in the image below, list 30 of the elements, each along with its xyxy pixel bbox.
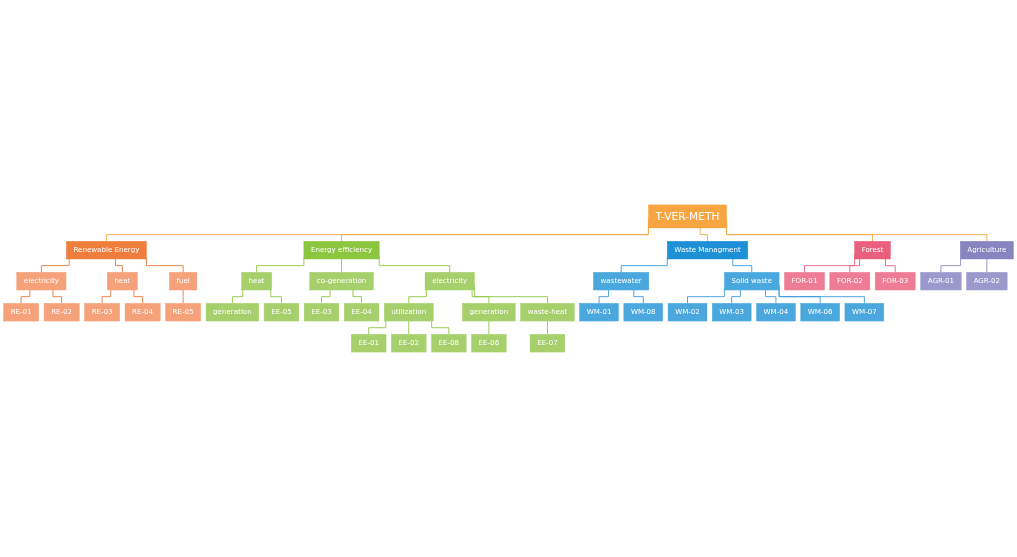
- connector: [765, 289, 777, 304]
- node-box: T-VER-METH: [648, 204, 727, 229]
- connector: [20, 289, 31, 304]
- connector: [633, 289, 644, 304]
- connector: [986, 258, 988, 273]
- connector: [133, 289, 144, 304]
- connector: [849, 258, 860, 273]
- connector: [408, 289, 427, 304]
- connector: [598, 289, 609, 304]
- connector: [52, 289, 63, 304]
- connector: [40, 258, 70, 273]
- connector: [885, 258, 896, 273]
- connector: [368, 320, 387, 335]
- connector: [341, 258, 342, 273]
- connector: [488, 320, 490, 335]
- connector: [431, 320, 450, 335]
- connector: [940, 258, 962, 273]
- connector: [321, 289, 331, 304]
- connector: [699, 227, 708, 242]
- connector: [182, 289, 184, 304]
- connector: [231, 289, 244, 304]
- connector: [408, 320, 410, 335]
- connector: [101, 289, 112, 304]
- connector: [471, 289, 490, 304]
- connector: [546, 320, 548, 335]
- connector: [352, 289, 362, 304]
- connector: [731, 289, 741, 304]
- connector: [732, 258, 753, 273]
- connector: [270, 289, 282, 304]
- connector: [115, 258, 123, 273]
